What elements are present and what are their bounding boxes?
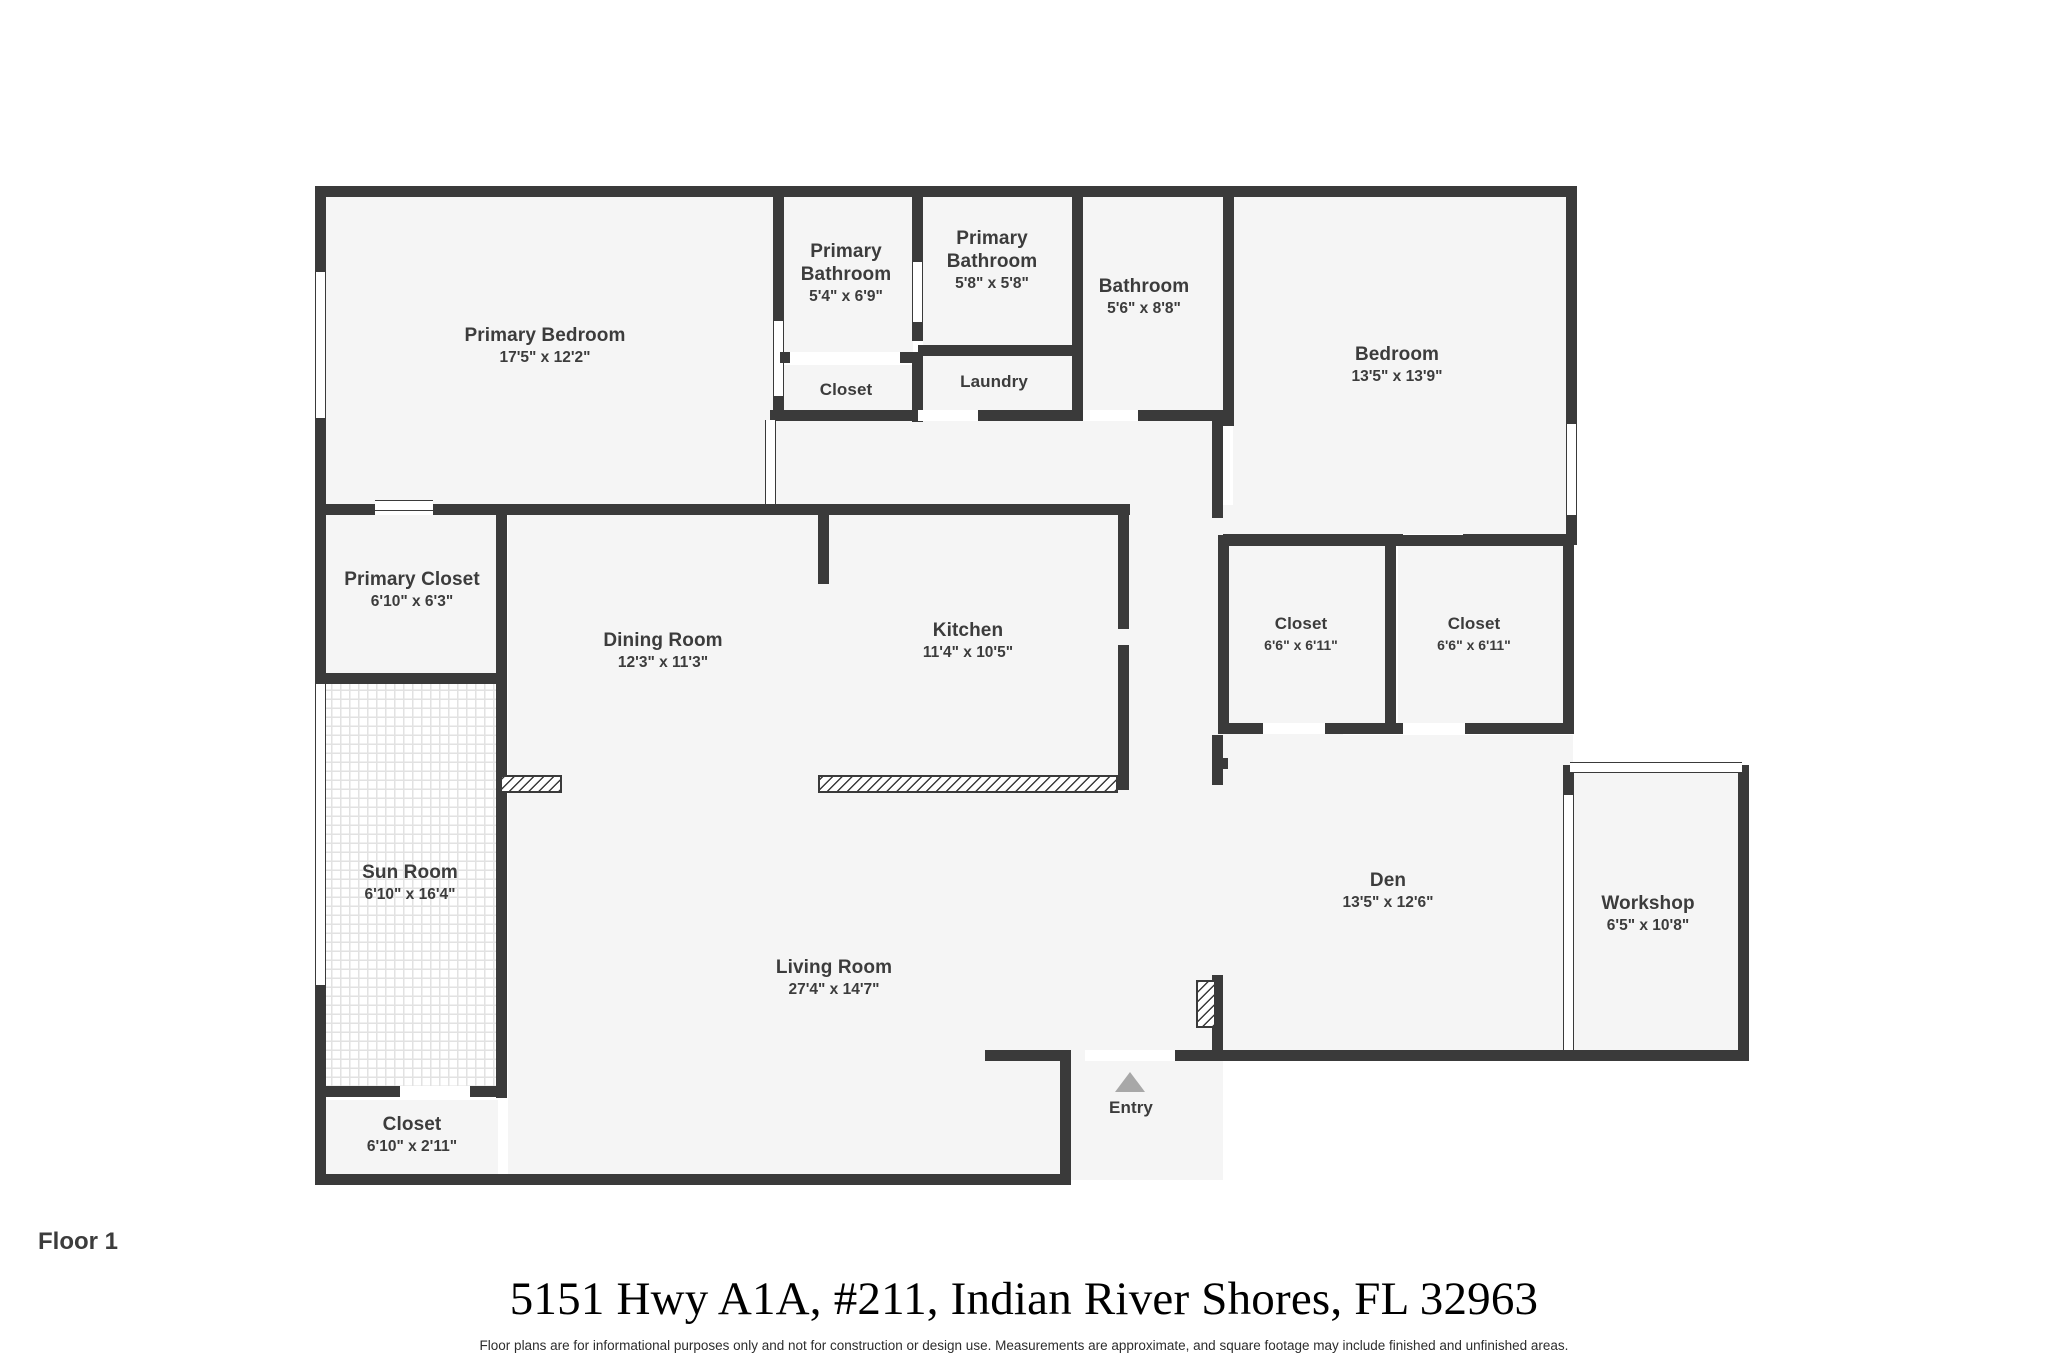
wall-den-bottom [1225, 1050, 1575, 1061]
wall-primbed-right-b [773, 396, 784, 421]
room-fill-primary-bathroom-2 [923, 190, 1073, 345]
door-pbath2-left [912, 262, 923, 322]
wall-exterior-left-b [315, 510, 326, 685]
opening-laundry-door [918, 410, 978, 421]
room-fill-bedroom [1233, 190, 1573, 540]
wall-kitchen-right-b [1118, 645, 1129, 790]
wall-closets-bottom-c [1465, 723, 1574, 734]
room-fill-den [1223, 735, 1573, 1055]
wall-pbath1-closet-r [900, 352, 923, 363]
wall-pbath1-closet-sep [780, 352, 790, 363]
window-sunroom-left [315, 682, 326, 987]
wall-primcloset-bottom [315, 673, 507, 684]
room-fill-bathroom [1083, 190, 1223, 420]
wall-workshop-right [1738, 765, 1749, 1060]
opening-entry-door [1085, 1050, 1175, 1061]
room-fill-primary-bathroom-1 [783, 190, 913, 355]
window-den-right [1563, 795, 1574, 1055]
wall-living-bottom [496, 1174, 1071, 1185]
wall-closets-divider [1385, 535, 1396, 730]
wall-workshop-bottom [1563, 1050, 1749, 1061]
window-bedroom-right [1566, 424, 1577, 519]
wall-living-right [1060, 1055, 1071, 1185]
wall-hall-right-b [1212, 498, 1223, 518]
wall-dining-kitchen-div [818, 504, 829, 584]
room-fill-workshop [1573, 765, 1748, 1055]
wall-primcloset-right [496, 504, 507, 684]
wall-closets-left [1218, 535, 1229, 730]
wall-bathroom-right [1223, 186, 1234, 426]
wall-primbed-bottom-a [315, 504, 375, 515]
opening-closet-bottom-door [400, 1086, 470, 1097]
wall-pbath2-bottom [918, 345, 1078, 356]
entry-arrow-icon [1115, 1072, 1145, 1092]
wall-exterior-right-top [1566, 186, 1577, 426]
hatched-counter-kitchen [818, 775, 1118, 793]
wall-exterior-top [315, 186, 1577, 197]
hatched-stair-entry [1196, 980, 1216, 1028]
room-fill-laundry [923, 355, 1073, 420]
wall-pbath1-right-b [912, 352, 923, 422]
page-title: 5151 Hwy A1A, #211, Indian River Shores,… [509, 1273, 1539, 1325]
wall-exterior-right-b [1566, 515, 1577, 545]
wall-hall-top-c [1138, 410, 1234, 421]
wall-closet-bottom-btm [315, 1174, 507, 1185]
wall-entry-right [1175, 1050, 1225, 1061]
room-fill-closet-bottom [320, 1100, 498, 1180]
opening-closet-top [790, 352, 900, 363]
wall-den-top [1218, 758, 1228, 769]
wall-exterior-left-low [315, 985, 326, 1095]
window-workshop-top [1570, 762, 1742, 773]
wall-hall-right-a [1212, 420, 1223, 510]
wall-closets-bottom-b [1325, 723, 1403, 734]
wall-den-left-a [1212, 735, 1223, 785]
wall-exterior-left-btm [315, 1095, 326, 1185]
wall-closets-right [1563, 535, 1574, 730]
wall-exterior-left-top [315, 186, 326, 276]
door-hall-vert [765, 420, 776, 505]
room-fill-main-open-area [508, 505, 1223, 1180]
window-primbed-bottom [375, 500, 433, 511]
opening-closet1-door [1263, 723, 1325, 734]
wall-hall-top-b [978, 410, 1083, 421]
wall-closets-bottom-a [1218, 723, 1263, 734]
wall-den-left-b [1212, 975, 1223, 1060]
floor-tag: Floor 1 [38, 1228, 119, 1255]
window-left-bedroom [315, 272, 326, 422]
wall-primbed-right-a [773, 186, 784, 321]
wall-closet-bottom-sep [773, 410, 923, 421]
wall-kitchen-right [1118, 504, 1129, 629]
wall-sunroom-right-a [496, 673, 507, 818]
room-fill-sun-room [322, 682, 498, 1092]
room-fill-closet-right-1 [1228, 545, 1388, 725]
room-fill-primary-closet [318, 515, 498, 680]
hatched-counter-dining [500, 775, 562, 793]
disclaimer-text: Floor plans are for informational purpos… [479, 1338, 1569, 1353]
wall-exterior-left-mid [315, 418, 326, 518]
opening-bathroom-door [1083, 410, 1138, 421]
wall-pbath2-right [1072, 186, 1083, 421]
wall-den-right [1563, 765, 1574, 795]
wall-sunroom-right-b [496, 818, 507, 1098]
wall-dining-top [505, 504, 1130, 515]
opening-closet2-door [1403, 723, 1465, 734]
room-fill-closet-right-2 [1398, 545, 1563, 725]
wall-hall-top-a [770, 410, 800, 421]
wall-entry-left [985, 1050, 1071, 1061]
